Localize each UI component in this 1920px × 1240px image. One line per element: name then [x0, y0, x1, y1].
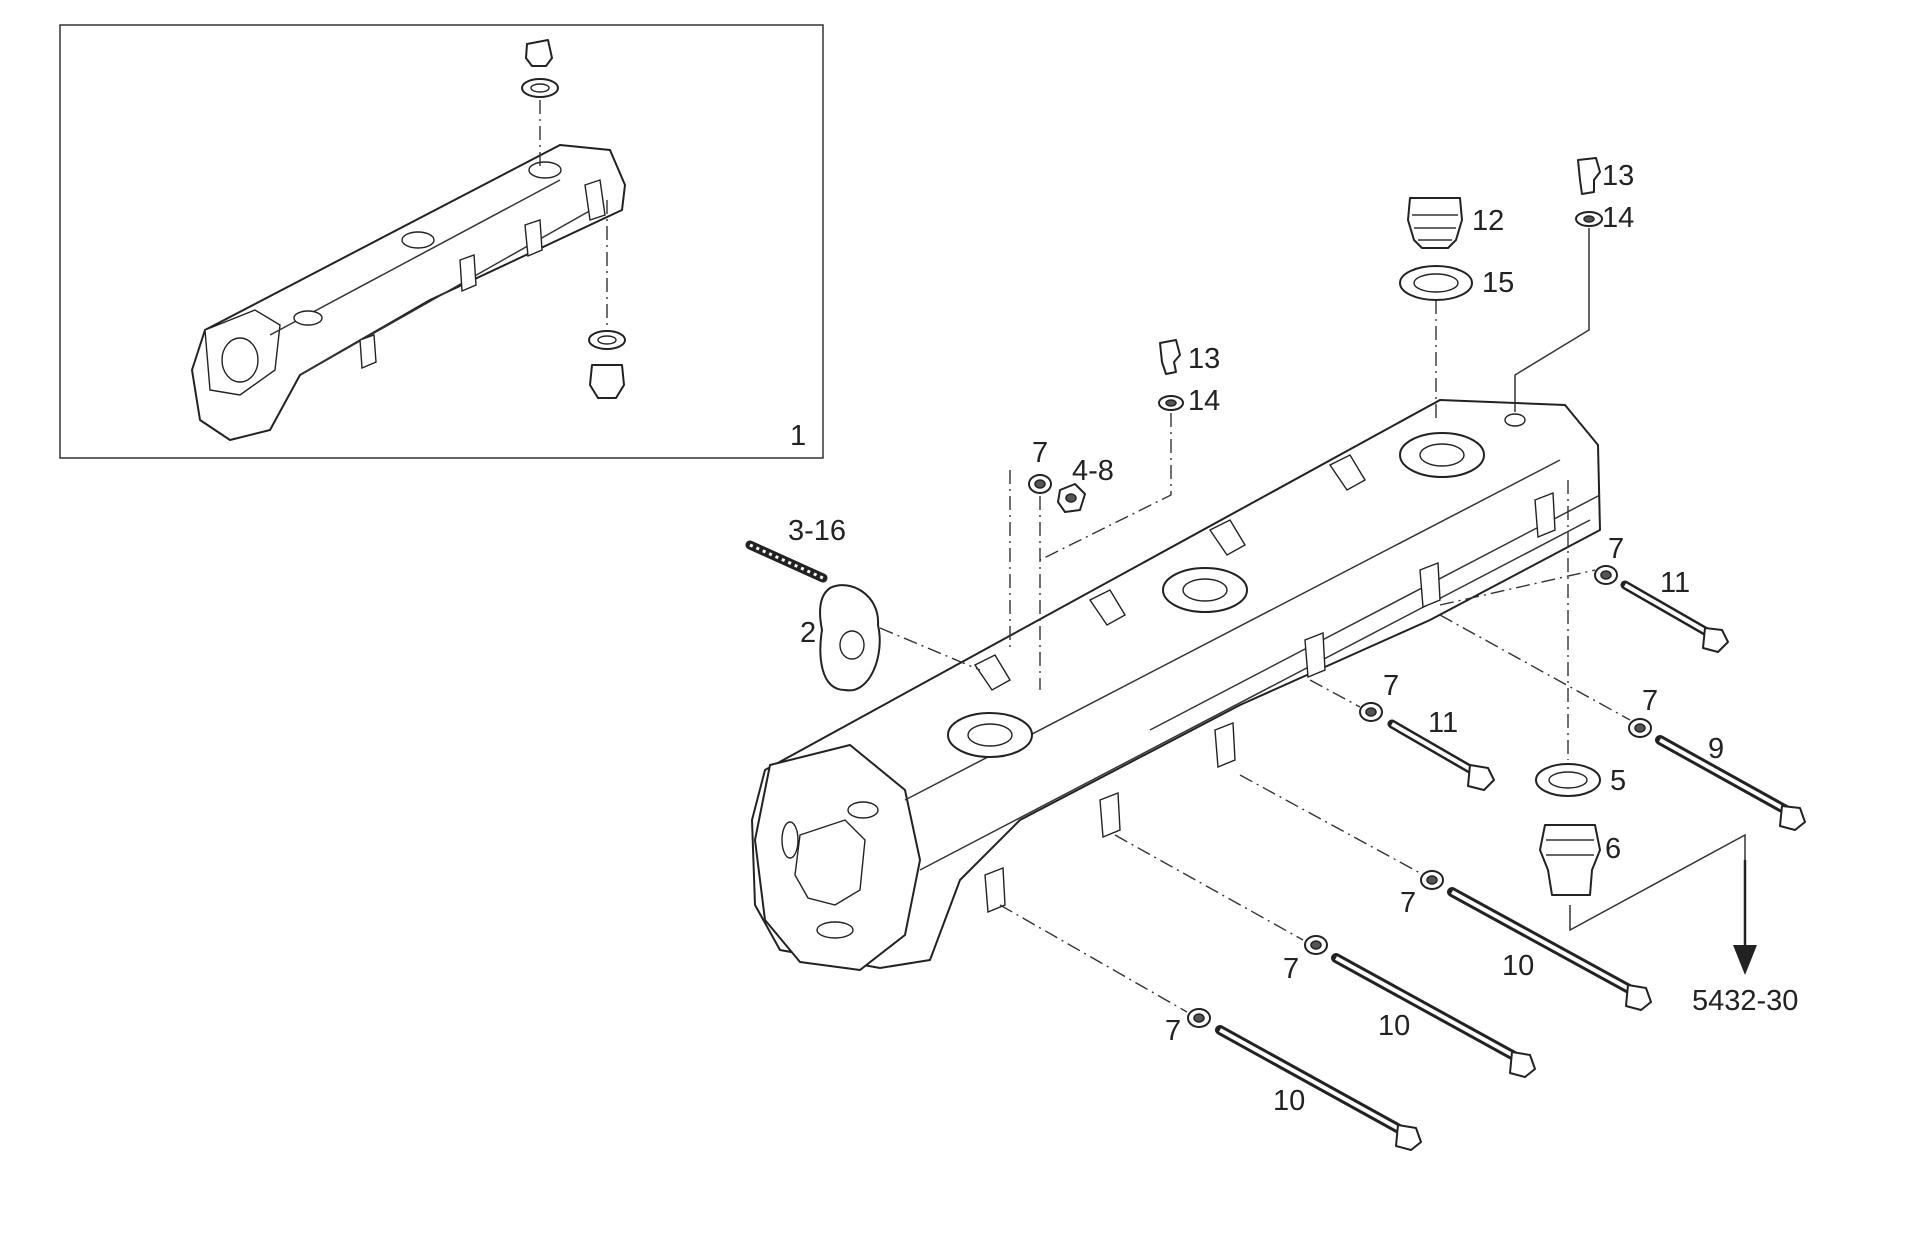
plug-and-seal [1399, 197, 1473, 420]
reference-label: 5432-30 [1692, 985, 1798, 1017]
label-14-b: 14 [1602, 202, 1634, 234]
plug-and-washer-right [1514, 157, 1603, 412]
washer-nut-group [1009, 470, 1086, 690]
label-7-a: 7 [1032, 437, 1048, 469]
label-5: 5 [1610, 765, 1626, 797]
stud [745, 540, 828, 583]
label-11-b: 11 [1428, 707, 1458, 739]
label-14-a: 14 [1188, 385, 1220, 417]
label-10-a: 10 [1502, 950, 1534, 982]
bolt-10-lower [999, 904, 1422, 1151]
label-12: 12 [1472, 205, 1504, 237]
bolt-10-upper [1239, 774, 1652, 1011]
arrow-down-icon [1733, 860, 1757, 975]
inset-plug-top [521, 39, 559, 170]
inset-manifold [191, 144, 626, 441]
bolt-11-upper [1439, 565, 1729, 653]
label-7-d: 7 [1642, 685, 1658, 717]
label-7-f: 7 [1283, 953, 1299, 985]
seal-and-plug-bottom [1535, 480, 1746, 932]
label-2: 2 [800, 617, 816, 649]
label-15: 15 [1482, 267, 1514, 299]
label-7-e: 7 [1400, 887, 1416, 919]
inset-plug-bottom [588, 200, 626, 399]
label-10-b: 10 [1378, 1010, 1410, 1042]
label-4-8: 4-8 [1072, 455, 1114, 487]
label-11-a: 11 [1660, 567, 1690, 599]
bolt-10-middle [1114, 834, 1536, 1078]
exhaust-manifold [751, 399, 1601, 971]
inset-overview: 1 [59, 24, 824, 459]
label-6: 6 [1605, 833, 1621, 865]
label-7-b: 7 [1608, 533, 1624, 565]
inset-label: 1 [790, 420, 806, 452]
label-13-b: 13 [1602, 160, 1634, 192]
label-10-c: 10 [1273, 1085, 1305, 1117]
plug-and-washer-left [1039, 339, 1184, 561]
label-7-g: 7 [1165, 1015, 1181, 1047]
gasket [819, 584, 981, 692]
bolt-9 [1439, 614, 1806, 831]
label-7-c: 7 [1383, 670, 1399, 702]
label-9: 9 [1708, 733, 1724, 765]
label-3-16: 3-16 [788, 515, 846, 547]
bolt-11-lower [1309, 679, 1495, 791]
label-13-a: 13 [1188, 343, 1220, 375]
